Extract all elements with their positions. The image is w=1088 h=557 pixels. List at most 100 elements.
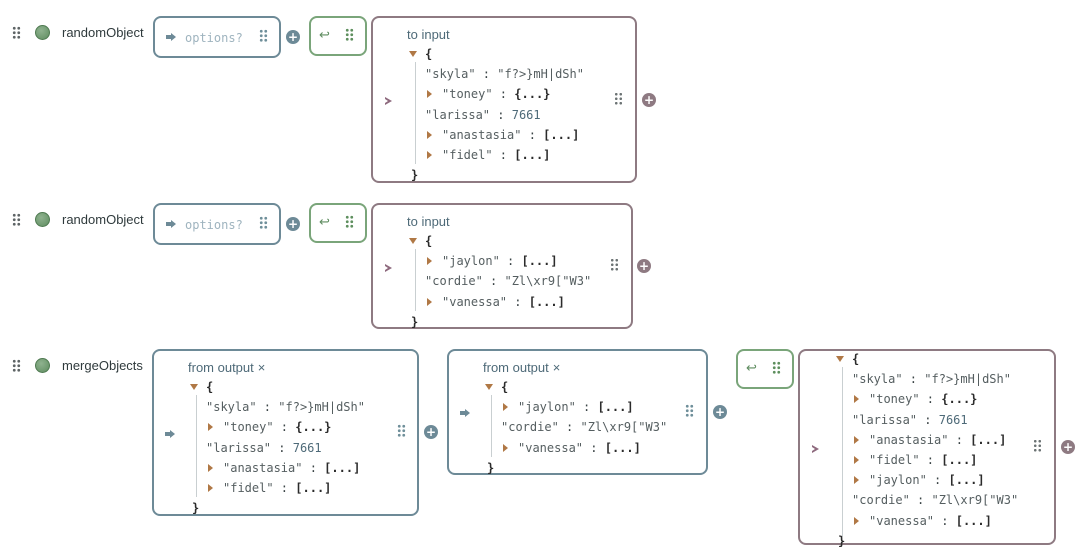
row2-drag-handle-icon[interactable] [12,213,22,227]
return-icon: ↩ [319,28,330,43]
expand-triangle-icon[interactable] [427,257,432,266]
tree-collapsed-entry[interactable]: "fidel" : [...] [854,453,977,467]
row2-return-button[interactable]: ↩ [309,203,367,243]
tree-collapsed-entry[interactable]: "jaylon" : [...] [427,254,558,268]
arrow-right-icon [166,33,176,41]
expand-triangle-icon[interactable] [427,151,432,159]
close-icon[interactable]: × [552,360,561,375]
tree-open-brace[interactable]: { [190,380,213,394]
drag-handle-icon[interactable] [610,258,620,272]
row3-add-step-button[interactable]: + [1061,440,1075,454]
drag-handle-icon[interactable] [614,92,624,106]
arrow-right-icon [165,430,175,438]
expand-triangle-icon[interactable] [854,435,859,444]
tree-entry: "larissa" : 7661 [852,412,968,427]
expand-triangle-icon[interactable] [208,463,213,472]
output-header: to input [407,27,450,42]
tree-open-brace[interactable]: { [409,234,432,248]
row3-add-arg-button-2[interactable]: + [713,405,727,419]
tree-collapsed-entry[interactable]: "jaylon" : [...] [854,473,985,487]
expand-triangle-icon[interactable] [427,130,432,139]
drag-handle-icon[interactable] [259,29,269,43]
tree-entry: "skyla" : "f?>}mH|dSh" [425,67,584,82]
close-icon[interactable]: × [257,360,266,375]
row1-drag-handle-icon[interactable] [12,26,22,40]
tree-close-brace: } [411,168,419,183]
collapse-triangle-icon[interactable] [409,51,417,57]
drag-handle-icon[interactable] [345,215,355,229]
chevron-right-icon[interactable] [385,264,397,272]
expand-triangle-icon[interactable] [503,403,508,412]
collapse-triangle-icon[interactable] [409,238,417,244]
collapse-triangle-icon[interactable] [190,384,198,390]
row3-function-name: mergeObjects [62,358,143,373]
collapse-triangle-icon[interactable] [485,384,493,390]
row3-input2-panel[interactable]: from output× { "jaylon" : [...] "cordie" :… [447,349,708,475]
tree-open-brace[interactable]: { [485,380,508,394]
row1-return-button[interactable]: ↩ [309,16,367,56]
input-header: from output× [483,360,561,375]
tree-close-brace: } [487,460,495,475]
input-header: from output× [188,360,266,375]
expand-triangle-icon[interactable] [854,476,859,485]
tree-collapsed-entry[interactable]: "vanessa" : [...] [503,441,641,455]
tree-collapsed-entry[interactable]: "fidel" : [...] [427,148,550,162]
row2-status-dot-icon [35,212,50,227]
tree-collapsed-entry[interactable]: "anastasia" : [...] [427,128,579,142]
tree-close-brace: } [192,501,200,516]
expand-triangle-icon[interactable] [854,395,859,404]
expand-triangle-icon[interactable] [854,456,859,464]
expand-triangle-icon[interactable] [854,516,859,525]
options-placeholder: options? [185,218,243,232]
tree-collapsed-entry[interactable]: "anastasia" : [...] [208,461,360,475]
tree-collapsed-entry[interactable]: "toney" : {...} [854,392,977,406]
row3-drag-handle-icon[interactable] [12,359,22,373]
tree-collapsed-entry[interactable]: "jaylon" : [...] [503,400,634,414]
row1-add-arg-button[interactable]: + [286,30,300,44]
expand-triangle-icon[interactable] [427,90,432,99]
expand-triangle-icon[interactable] [427,297,432,306]
tree-collapsed-entry[interactable]: "toney" : {...} [427,87,550,101]
tree-collapsed-entry[interactable]: "anastasia" : [...] [854,433,1006,447]
drag-handle-icon[interactable] [397,424,407,438]
tree-close-brace: } [411,314,419,329]
tree-entry: "cordie" : "Zl\xr9["W3" [852,493,1019,508]
drag-handle-icon[interactable] [345,28,355,42]
row2-add-step-button[interactable]: + [637,259,651,273]
tree-collapsed-entry[interactable]: "fidel" : [...] [208,481,331,495]
row1-options-input[interactable]: options? [153,16,281,58]
row2-add-arg-button[interactable]: + [286,217,300,231]
tree-collapsed-entry[interactable]: "vanessa" : [...] [427,295,565,309]
drag-handle-icon[interactable] [1033,439,1043,453]
row1-status-dot-icon [35,25,50,40]
tree-collapsed-entry[interactable]: "vanessa" : [...] [854,514,992,528]
collapse-triangle-icon[interactable] [836,356,844,362]
return-icon: ↩ [319,215,330,230]
tree-collapsed-entry[interactable]: "toney" : {...} [208,420,331,434]
tree-close-brace: } [838,533,846,548]
row2-options-input[interactable]: options? [153,203,281,245]
tree-open-brace[interactable]: { [409,47,432,61]
tree-entry: "cordie" : "Zl\xr9["W3" [425,274,592,289]
tree-open-brace[interactable]: { [836,352,859,366]
drag-handle-icon[interactable] [259,216,269,230]
row3-input1-panel[interactable]: from output× { "skyla" : "f?>}mH|dSh" "ton… [152,349,419,516]
arrow-right-icon [166,220,176,228]
expand-triangle-icon[interactable] [503,443,508,452]
row1-function-name: randomObject [62,25,144,40]
tree-entry: "cordie" : "Zl\xr9["W3" [501,420,668,435]
tree-entry: "skyla" : "f?>}mH|dSh" [206,400,365,415]
chevron-right-icon[interactable] [812,445,824,453]
drag-handle-icon[interactable] [685,404,695,418]
drag-handle-icon[interactable] [772,361,782,375]
row1-output-panel: to input { "skyla" : "f?>}mH|dSh" "toney" … [371,16,637,183]
row3-add-arg-button-1[interactable]: + [424,425,438,439]
row1-add-step-button[interactable]: + [642,93,656,107]
row3-return-button[interactable]: ↩ [736,349,794,389]
expand-triangle-icon[interactable] [208,423,213,432]
tree-entry: "larissa" : 7661 [206,440,322,455]
expand-triangle-icon[interactable] [208,484,213,492]
options-placeholder: options? [185,31,243,45]
chevron-right-icon[interactable] [385,97,397,105]
tree-entry: "skyla" : "f?>}mH|dSh" [852,372,1011,387]
